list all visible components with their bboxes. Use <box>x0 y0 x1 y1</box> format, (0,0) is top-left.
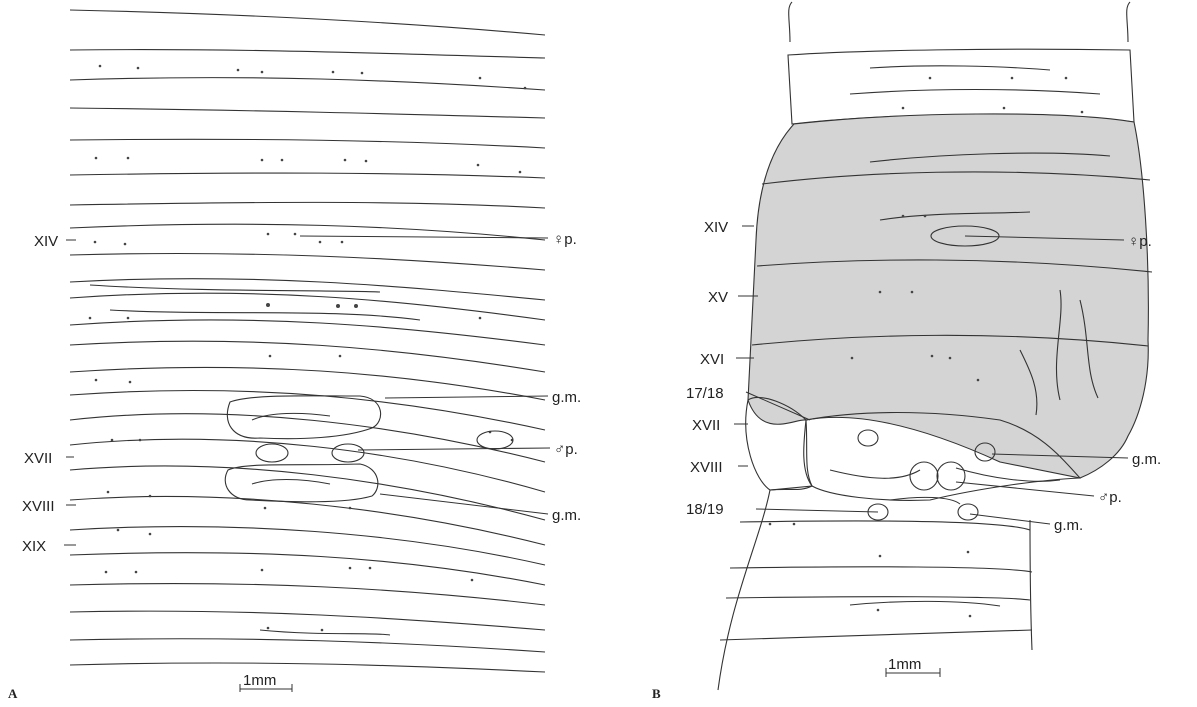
b-genital-marking-label-1: g.m. <box>1132 451 1161 468</box>
a-label-xix: XIX <box>22 538 46 555</box>
b-male-pore-label: ♂p. <box>1098 489 1122 506</box>
a-male-pore-label: ♂p. <box>554 441 578 458</box>
panel-b-posterior-segments <box>718 486 1032 690</box>
panel-b: XIV XV XVI 17/18 XVII XVIII 18/19 ♀p. g.… <box>652 2 1161 701</box>
panel-b-segment-labels: XIV XV XVI 17/18 XVII XVIII 18/19 <box>686 219 728 518</box>
b-genital-marking-label-2: g.m. <box>1054 517 1083 534</box>
panel-a-scale-bar: 1mm <box>240 672 292 692</box>
panel-a-leader-lines <box>64 236 550 545</box>
b-label-xvi: XVI <box>700 351 724 368</box>
a-label-xiv: XIV <box>34 233 58 250</box>
b-label-17-18: 17/18 <box>686 385 724 402</box>
panel-b-scale-bar: 1mm <box>886 656 940 677</box>
b-label-xiv: XIV <box>704 219 728 236</box>
a-genital-marking-label-2: g.m. <box>552 507 581 524</box>
b-scale-bar-label: 1mm <box>888 656 921 673</box>
a-female-pore-label: ♀p. <box>553 231 577 248</box>
panel-a: XIV XVII XVIII XIX ♀p. g.m. ♂p. g.m. 1mm… <box>8 10 581 701</box>
panel-a-segment-furrows <box>70 10 545 672</box>
a-label-xvii: XVII <box>24 450 52 467</box>
panel-a-segment-labels: XIV XVII XVIII XIX <box>22 233 58 555</box>
panel-b-clitellum <box>748 114 1152 478</box>
b-label-xv: XV <box>708 289 728 306</box>
panel-a-setal-dots <box>89 65 527 632</box>
a-label-xviii: XVIII <box>22 498 55 515</box>
panel-a-callouts: ♀p. g.m. ♂p. g.m. <box>552 231 581 524</box>
panel-b-letter: B <box>652 686 661 701</box>
b-label-xviii: XVIII <box>690 459 723 476</box>
a-genital-marking-label-1: g.m. <box>552 389 581 406</box>
panel-a-letter: A <box>8 686 18 701</box>
b-female-pore-label: ♀p. <box>1128 233 1152 250</box>
b-label-xvii: XVII <box>692 417 720 434</box>
a-scale-bar-label: 1mm <box>243 672 276 689</box>
b-label-18-19: 18/19 <box>686 501 724 518</box>
